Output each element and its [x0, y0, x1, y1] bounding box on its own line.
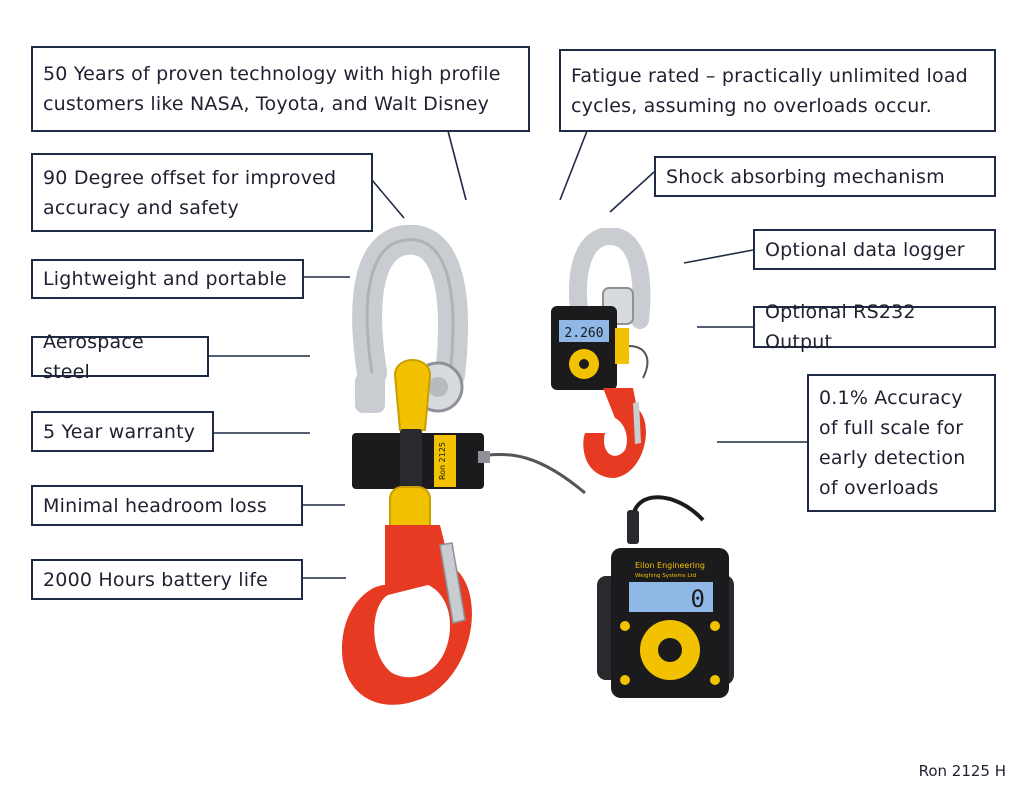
main-load-cell-illustration: Ron 2125 [341, 225, 586, 705]
safety-latch [439, 542, 466, 624]
callout-data-logger: Optional data logger [753, 229, 996, 270]
callout-headroom: Minimal headroom loss [31, 485, 303, 526]
remote-lcd [629, 582, 713, 612]
callout-rs232: Optional RS232 Output [753, 301, 996, 353]
callout-proven-technology: 50 Years of proven technology with high … [31, 46, 530, 132]
remote-display-reading: 0 [691, 585, 705, 613]
footer-model-label: Ron 2125 H [918, 762, 1006, 780]
callout-shock-absorbing: Shock absorbing mechanism [654, 156, 996, 197]
callout-warranty: 5 Year warranty [31, 411, 214, 452]
callout-fatigue-rated: Fatigue rated – practically unlimited lo… [559, 49, 996, 132]
load-cell-label: Ron 2125 [438, 442, 447, 480]
callout-accuracy: 0.1% Accuracy of full scale for early de… [807, 374, 996, 512]
small-display-reading: 2.260 [564, 326, 603, 341]
remote-display-illustration: Eilon Engineering Weighing Systems Ltd 0 [597, 495, 734, 698]
callout-90-degree-offset: 90 Degree offset for improved accuracy a… [31, 153, 373, 232]
remote-brand-line2: Weighing Systems Ltd [635, 573, 696, 579]
callout-battery-life: 2000 Hours battery life [31, 559, 303, 600]
callout-lightweight: Lightweight and portable [31, 259, 304, 299]
compact-unit-illustration: 2.260 [551, 228, 651, 478]
remote-brand-line1: Eilon Engineering [635, 561, 705, 570]
callout-aerospace-steel: Aerospace steel [31, 331, 209, 383]
yellow-link [393, 359, 432, 431]
